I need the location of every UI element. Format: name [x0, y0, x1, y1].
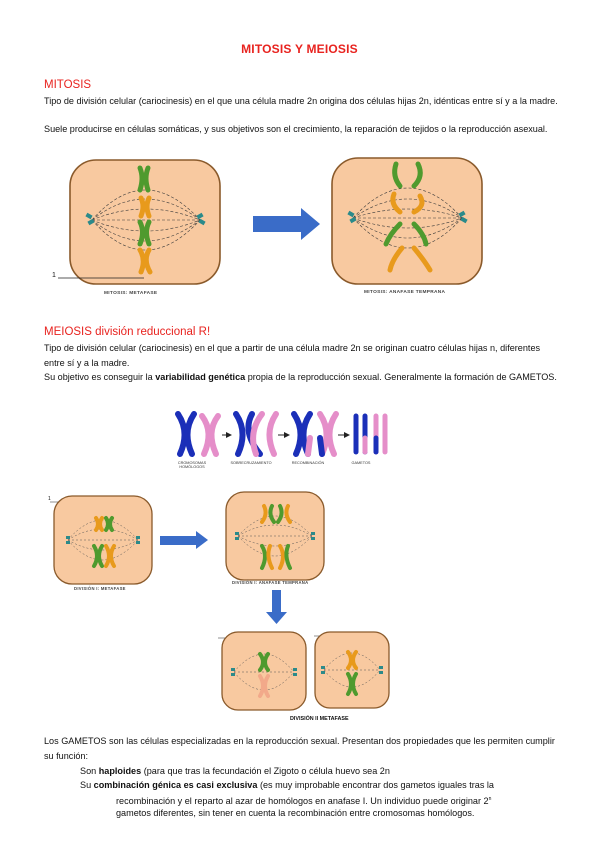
- meiosis-figure: [50, 491, 340, 711]
- meiosis-1-metaphase-caption: DIVISIÓN I: METAFASE: [74, 586, 126, 591]
- meiosis-arrow-down-icon: [266, 590, 287, 624]
- meiosis-2-metaphase-cell-left: [218, 631, 307, 711]
- gametos-paragraph: Los GAMETOS son las células especializad…: [44, 736, 555, 761]
- mitosis-figure: [58, 157, 483, 285]
- gametos-item-combinacion: Su combinación génica es casi exclusiva …: [80, 780, 494, 790]
- separating-chromosomes-icon: [383, 161, 433, 273]
- mitosis-paragraph-2: Suele producirse en células somáticas, y…: [44, 124, 548, 134]
- mitosis-paragraph-1: Tipo de división celular (cariocinesis) …: [44, 96, 558, 106]
- gametos-item-haploides: Son haploides (para que tras la fecundac…: [80, 766, 390, 776]
- gametos-item-combinacion-end: gametos diferentes, sin tener en cuenta …: [116, 808, 475, 818]
- meiosis-pointer-number: 1: [48, 496, 51, 502]
- meiosis-1-anaphase-caption: DIVISIÓN I: ANAFASE TEMPRANA: [232, 580, 309, 585]
- label-homologous: CROMOSOMAS HOMÓLOGOS: [177, 461, 207, 469]
- meiosis-heading: MEIOSIS división reduccional R!: [44, 326, 211, 338]
- meiosis-1-anaphase-cell: [225, 491, 325, 581]
- meiosis-1-metaphase-cell: [53, 495, 153, 585]
- mitosis-pointer-number: 1: [52, 272, 56, 279]
- meiosis-paragraph-2: Su objetivo es conseguir la variabilidad…: [44, 372, 557, 382]
- label-gametos: GAMETOS: [351, 461, 371, 465]
- label-sobrecruzamiento: SOBRECRUZAMIENTO: [230, 461, 272, 465]
- mitosis-anaphase-cell: [331, 157, 483, 285]
- meiosis-2-metaphase-cell-right-figure: [314, 631, 390, 709]
- variabilidad-genetica-bold: variabilidad genética: [155, 372, 246, 382]
- crossover-diagram: [175, 411, 388, 457]
- centrosome-left-icon: [85, 212, 95, 226]
- document-title: MITOSIS Y MEIOSIS: [241, 42, 358, 56]
- mitosis-heading: MITOSIS: [44, 79, 92, 91]
- gametes-icon: [353, 413, 388, 455]
- homologous-chromosomes-icon: [175, 411, 221, 457]
- centrosome-right-icon: [458, 210, 468, 224]
- gametos-item-combinacion-cont: recombinación y el reparto al azar de ho…: [116, 796, 492, 807]
- mitosis-anaphase-caption: MITOSIS: ANAFASE TEMPRANA: [364, 290, 446, 295]
- crossover-icon: [233, 411, 279, 457]
- centrosome-left-icon: [347, 210, 357, 224]
- meiosis-2-metaphase-caption: DIVISIÓN II METAFASE: [290, 716, 349, 722]
- meiosis-arrow-right-icon: [160, 531, 208, 549]
- label-recombinacion: RECOMBINACIÓN: [291, 461, 325, 465]
- meiosis-paragraph-1: Tipo de división celular (cariocinesis) …: [44, 343, 541, 368]
- mitosis-metaphase-cell: [58, 159, 221, 285]
- mitosis-arrow-icon: [253, 208, 320, 240]
- centrosome-right-icon: [196, 212, 206, 226]
- recombination-icon: [291, 411, 339, 457]
- mitosis-metaphase-caption: MITOSIS: METAFASE: [104, 291, 158, 296]
- chromosomes-icon: [137, 165, 153, 275]
